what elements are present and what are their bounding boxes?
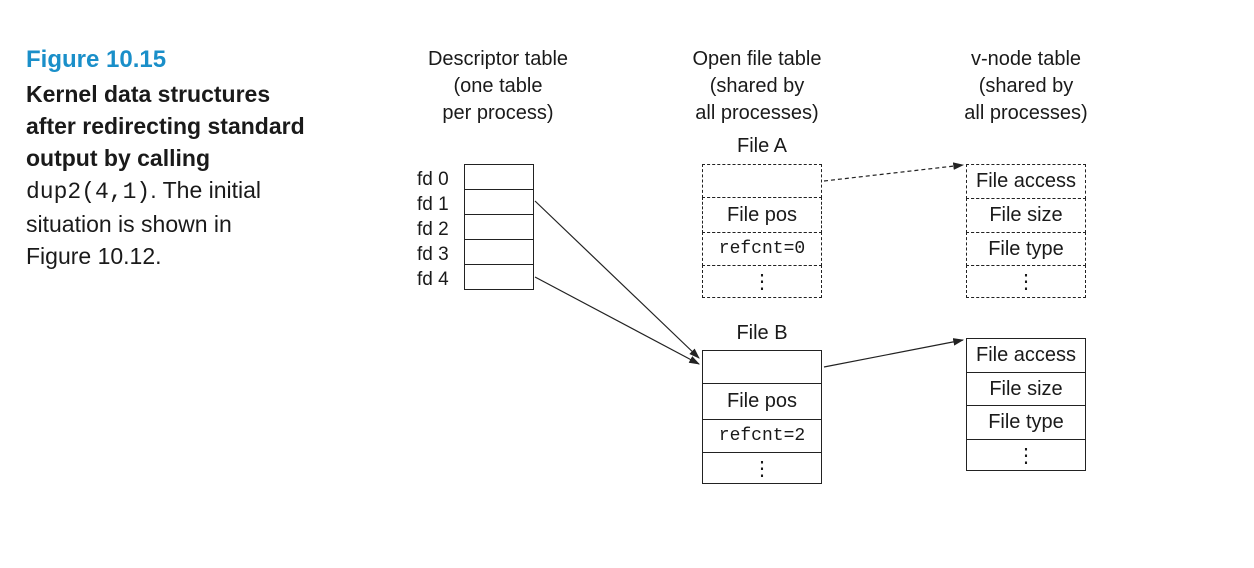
figure-number: Figure 10.15 [26,46,167,73]
descriptor-header-line-3: per process) [442,102,554,124]
vnode-a-size: File size [989,204,1063,226]
caption-code: dup2(4,1) [26,179,151,205]
arrow-file-b-to-vnode-b [823,338,965,368]
file-a-pos: File pos [726,203,798,226]
descriptor-table-header: Descriptor table (one table per process) [408,46,588,127]
fd-4-cell [464,264,534,290]
file-b-more-cell: ⋮ [702,452,822,484]
open-file-header-line-2: (shared by [709,75,805,97]
open-file-header-line-3: all processes) [695,102,819,124]
vnode-header-line-2: (shared by [978,75,1074,97]
file-a-refcnt: refcnt=0 [718,239,806,259]
arrow-fd1-to-file-b [534,200,700,359]
caption-bold-line-2: after redirecting standard [26,113,305,139]
vnode-header-line-1: v-node table [970,48,1082,70]
vnode-b-access: File access [975,344,1077,366]
open-file-table-header: Open file table (shared by all processes… [667,46,847,127]
vnode-b-size: File size [989,377,1063,400]
caption-bold-line-1: Kernel data structures [26,81,271,107]
fd-4-label: fd 4 [417,269,449,290]
caption-after-code: . The initial [150,177,262,203]
arrow-fd4-to-file-b [534,276,700,365]
vnode-a-more-cell: ⋮ [966,265,1086,298]
file-b-pos: File pos [726,390,798,412]
file-b-title: File B [736,322,788,344]
vnode-b-more-cell: ⋮ [966,439,1086,471]
fd-2-label: fd 2 [417,219,449,240]
fd-1-label: fd 1 [417,194,449,215]
open-file-header-line-1: Open file table [692,48,822,70]
file-b-refcnt: refcnt=2 [718,426,806,446]
vnode-a-type: File type [988,237,1064,260]
vnode-b-type: File type [988,411,1064,433]
caption-line-6: Figure 10.12. [26,243,162,269]
fd-0-label: fd 0 [417,169,449,190]
arrow-file-a-to-vnode-a [823,162,965,182]
descriptor-header-line-2: (one table [453,75,543,97]
file-b-more: ⋮ [752,457,772,480]
vnode-a-more: ⋮ [1016,271,1036,293]
caption-line-5: situation is shown in [26,211,232,237]
vnode-a-access: File access [975,170,1077,192]
figure-caption: Figure 10.15 Kernel data structures afte… [26,44,346,272]
caption-bold-line-3: output by calling [26,145,210,171]
vnode-b-more: ⋮ [1016,444,1036,467]
file-a-more-cell: ⋮ [702,265,822,298]
caption-code-line: dup2(4,1). The initial [26,174,346,208]
vnode-header-line-3: all processes) [964,102,1088,124]
vnode-table-header: v-node table (shared by all processes) [936,46,1116,127]
descriptor-header-line-1: Descriptor table [427,48,569,70]
fd-3-label: fd 3 [417,244,449,265]
file-a-title: File A [736,135,788,157]
file-a-more: ⋮ [752,271,772,293]
